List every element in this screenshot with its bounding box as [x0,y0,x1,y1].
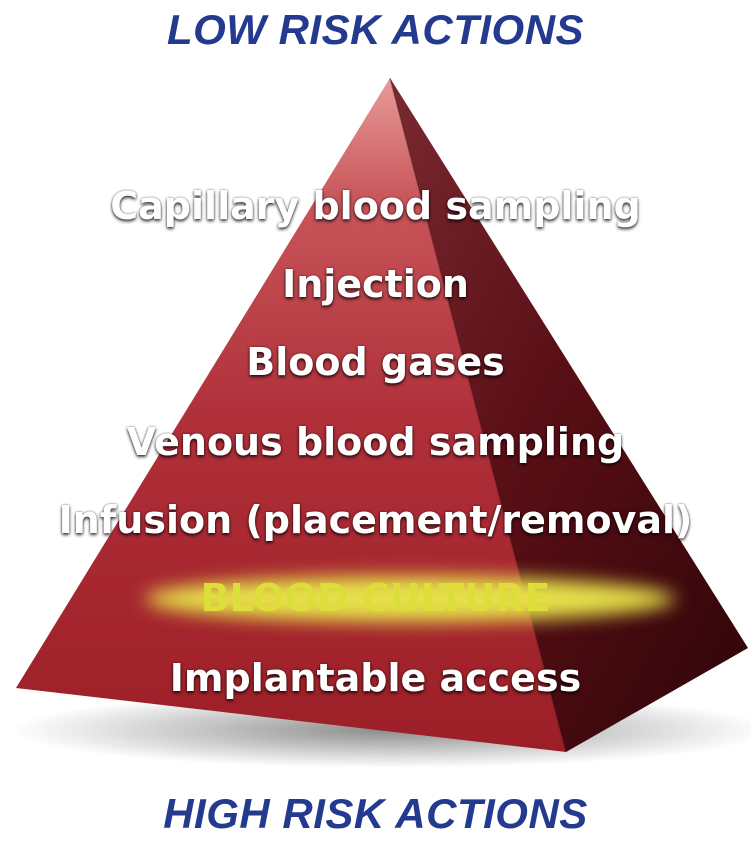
level-implantable-access: Implantable access [0,656,751,700]
low-risk-caption: LOW RISK ACTIONS [0,6,751,54]
level-venous-blood-sampling: Venous blood sampling [0,420,751,464]
level-capillary-blood-sampling: Capillary blood sampling [0,184,751,228]
level-blood-gases: Blood gases [0,340,751,384]
high-risk-caption: HIGH RISK ACTIONS [0,790,751,838]
level-blood-culture: BLOOD CULTURE [0,576,751,620]
level-infusion: Infusion (placement/removal) [0,498,751,542]
level-injection: Injection [0,262,751,306]
